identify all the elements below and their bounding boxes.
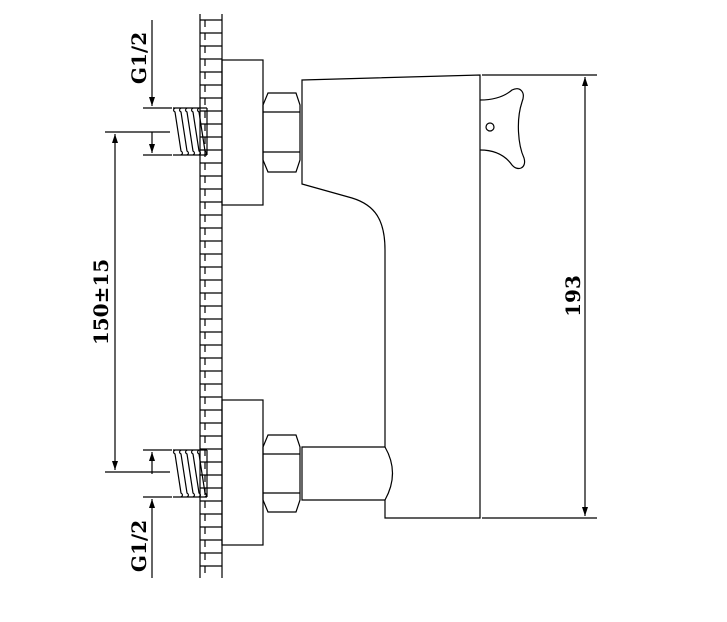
thread-label-bottom: G1/2 [127,520,151,572]
spacing-dimension: 150±15 [89,131,170,473]
thread-label-top: G1/2 [127,32,151,84]
height-label: 193 [561,275,585,317]
lower-nut [262,434,301,513]
thread-turn [184,449,196,498]
thread-turn [184,107,196,156]
thread-dimension-top: G1/2 [127,20,172,156]
thread-dimension-bottom: G1/2 [127,449,172,578]
thread-turn [172,107,184,156]
upper-nut [262,92,301,173]
spacing-label: 150±15 [89,259,113,345]
handle [479,88,526,170]
upper-flange-plate [221,59,264,206]
thread-turn [190,107,202,156]
thread-turn [178,449,190,498]
threaded-inlets [172,107,208,498]
valve-body [301,74,481,519]
wall [199,14,223,578]
thread-turn [190,449,202,498]
thread-turn [172,449,184,498]
thread-turn [178,107,190,156]
thread-turn [196,449,208,498]
thread-turn [196,107,208,156]
height-dimension: 193 [482,74,597,519]
lower-flange-plate [221,399,264,546]
